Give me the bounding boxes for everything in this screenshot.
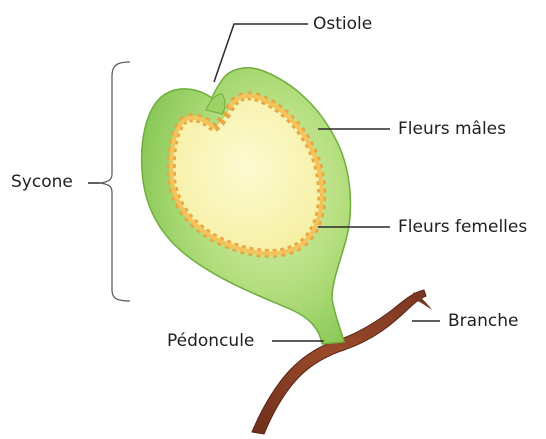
branch-shape — [252, 290, 426, 434]
label-branche: Branche — [448, 311, 518, 331]
label-fleurs-males: Fleurs mâles — [398, 119, 506, 139]
sycone-bracket — [100, 62, 130, 301]
label-ostiole: Ostiole — [313, 14, 372, 34]
label-sycone: Sycone — [11, 172, 73, 192]
label-pedoncule: Pédoncule — [167, 331, 254, 351]
label-fleurs-femelles: Fleurs femelles — [398, 217, 527, 237]
